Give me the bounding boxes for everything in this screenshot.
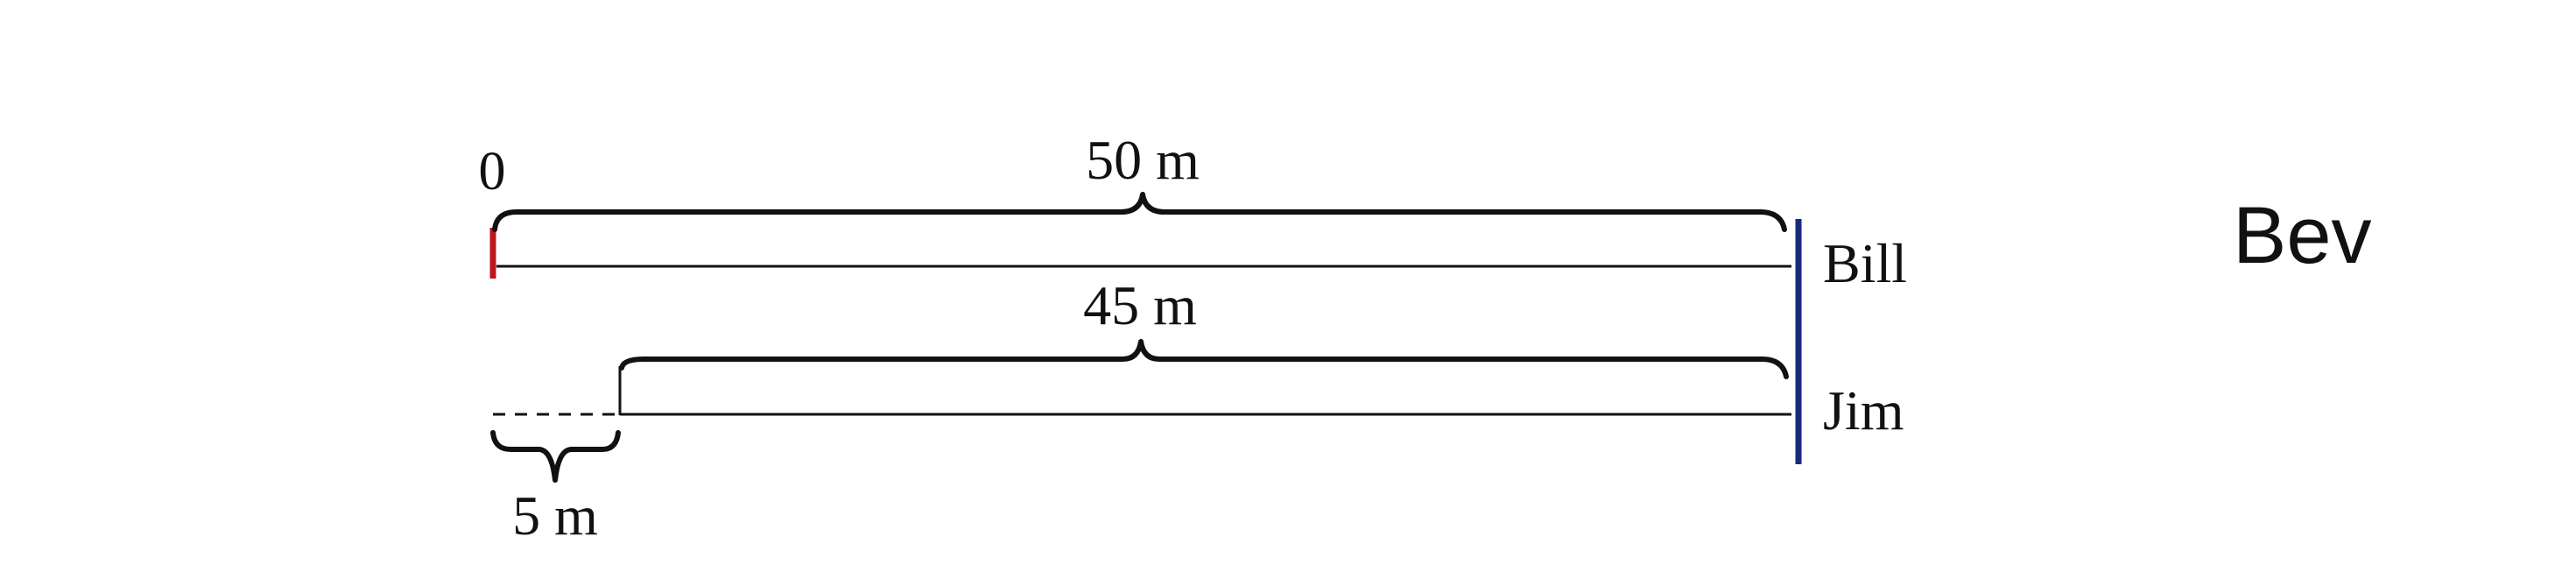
origin-label: 0 bbox=[479, 142, 506, 201]
bev-label: Bev bbox=[2233, 191, 2372, 280]
head-start-brace bbox=[490, 430, 621, 483]
head-start-label: 5 m bbox=[512, 484, 598, 547]
jim-distance-label: 45 m bbox=[1083, 274, 1197, 336]
bill-name: Bill bbox=[1823, 232, 1907, 294]
jim-distance-brace bbox=[619, 339, 1789, 379]
bill-distance-label: 50 m bbox=[1086, 129, 1200, 191]
bill-distance-brace bbox=[492, 192, 1787, 232]
jim-name: Jim bbox=[1823, 379, 1904, 441]
